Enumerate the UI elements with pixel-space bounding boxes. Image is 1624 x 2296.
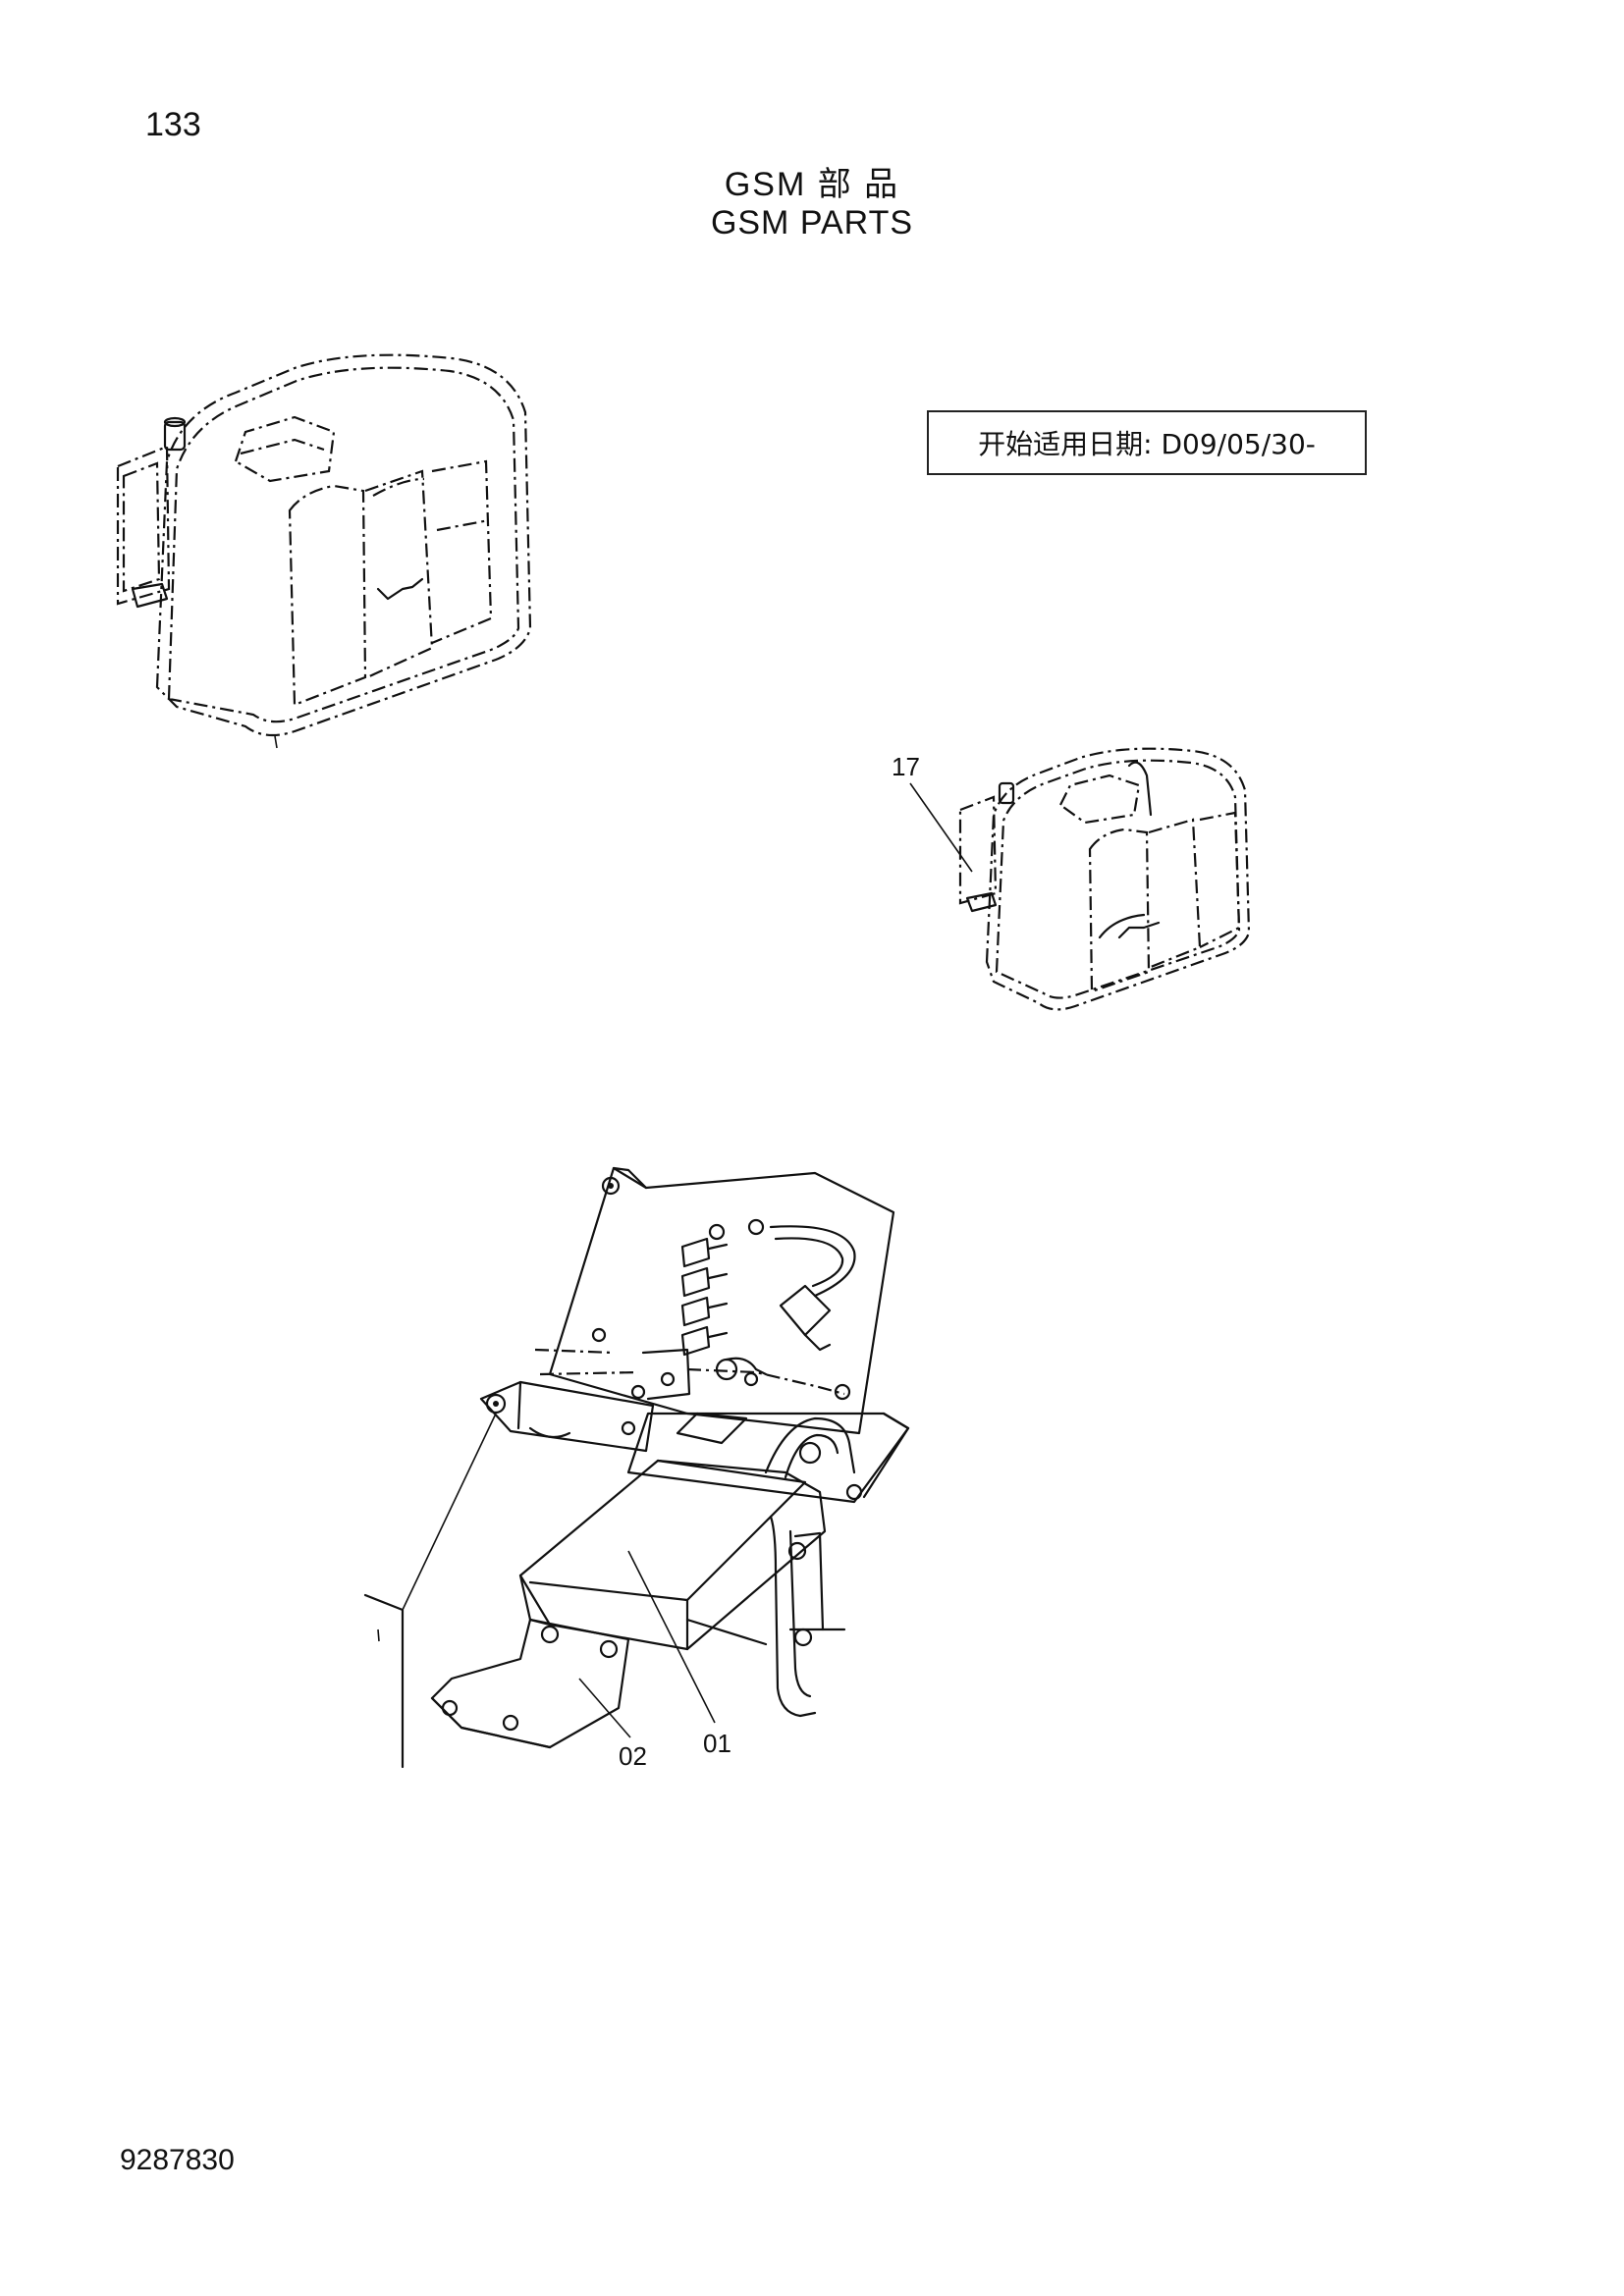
callout-01: 01 bbox=[703, 1729, 731, 1758]
callout-02: 02 bbox=[619, 1741, 647, 1771]
document-number: 9287830 bbox=[120, 2144, 235, 2176]
effective-date-text: 开始适用日期: D09/05/30- bbox=[978, 428, 1316, 460]
callout-17: 17 bbox=[892, 752, 920, 781]
small-cab-illustration bbox=[909, 747, 1251, 1011]
gsm-module-assembly bbox=[363, 1166, 910, 1769]
page-title-english: GSM PARTS bbox=[710, 204, 914, 241]
page-number: 133 bbox=[145, 106, 201, 143]
page-title-chinese: GSM 部 品 bbox=[724, 166, 900, 203]
large-cab-illustration bbox=[116, 353, 532, 749]
effective-date-box: 开始适用日期: D09/05/30- bbox=[927, 410, 1367, 475]
